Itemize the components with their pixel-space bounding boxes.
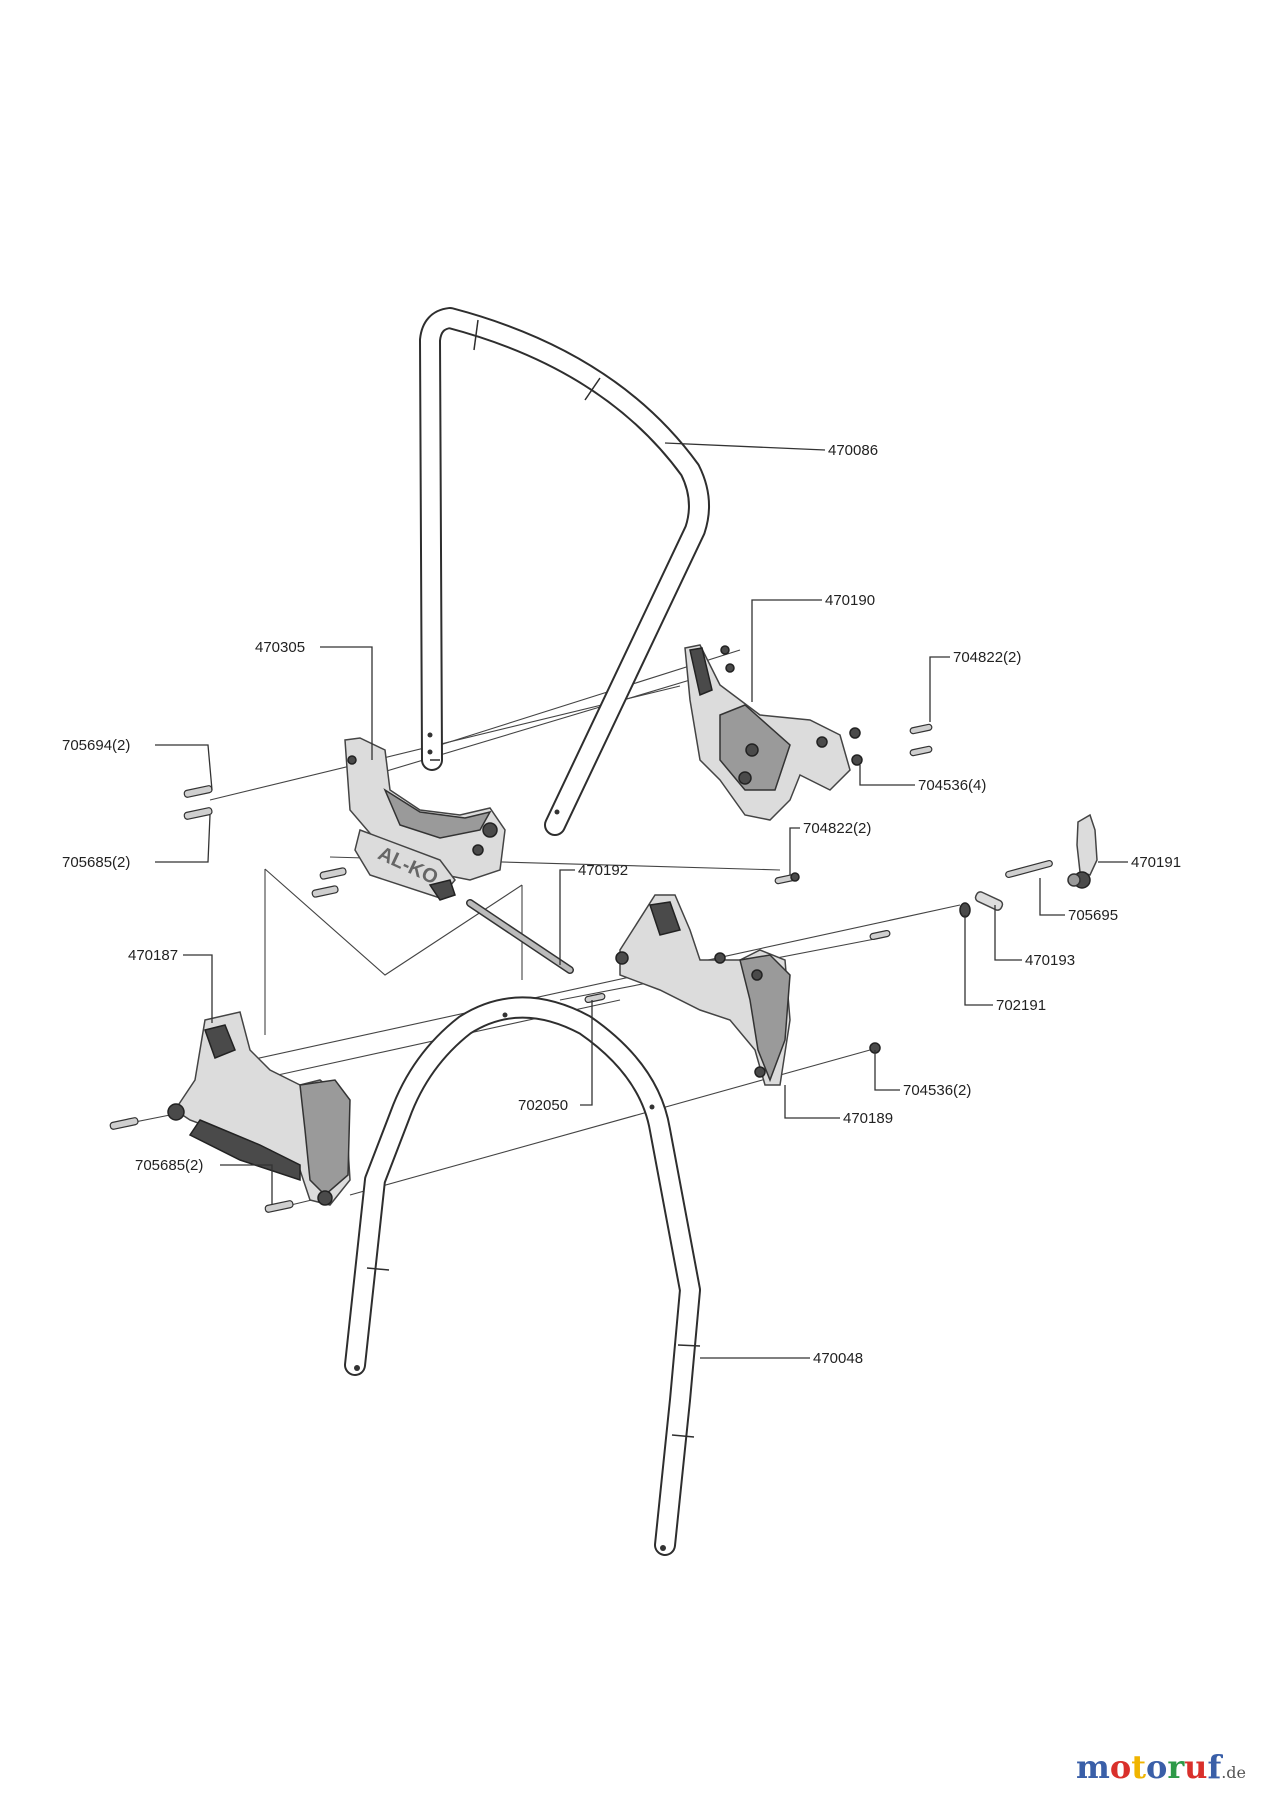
label-704822-lower: 704822(2) — [803, 820, 871, 837]
bracket-470305: AL-KO — [344, 737, 506, 901]
label-705694: 705694(2) — [62, 737, 130, 754]
brand-letter-0: m — [1075, 1748, 1110, 1786]
bracket-470187 — [167, 1011, 351, 1206]
label-705695: 705695 — [1068, 907, 1118, 924]
label-470190: 470190 — [825, 592, 875, 609]
label-470193: 470193 — [1025, 952, 1075, 969]
label-470086: 470086 — [828, 442, 878, 459]
label-704536-lower: 704536(2) — [903, 1082, 971, 1099]
leader-lines — [155, 442, 1128, 1359]
label-470305: 470305 — [255, 639, 305, 656]
label-470048: 470048 — [813, 1350, 863, 1367]
part-labels: 470086 470190 470305 704822(2) 705694(2)… — [62, 442, 1181, 1367]
bracket-470189 — [615, 894, 791, 1086]
motoruf-logo[interactable]: motoruf.de — [1076, 1748, 1246, 1786]
label-702191: 702191 — [996, 997, 1046, 1014]
label-702050: 702050 — [518, 1097, 568, 1114]
brand-tld: .de — [1221, 1763, 1246, 1782]
upper-handle-bar — [419, 307, 710, 836]
brand-letter-3: o — [1145, 1748, 1168, 1786]
label-704536-upper: 704536(4) — [918, 777, 986, 794]
lever-470191 — [1067, 813, 1098, 889]
label-705685-lower: 705685(2) — [135, 1157, 203, 1174]
brand-letter-1: o — [1109, 1748, 1132, 1786]
label-470191: 470191 — [1131, 854, 1181, 871]
brand-name: motoruf — [1076, 1748, 1221, 1786]
label-470189: 470189 — [843, 1110, 893, 1127]
brand-letter-4: r — [1167, 1748, 1185, 1786]
label-704822-upper: 704822(2) — [953, 649, 1021, 666]
rod-470192 — [466, 899, 574, 974]
label-470187: 470187 — [128, 947, 178, 964]
brand-letter-5: u — [1184, 1748, 1208, 1786]
brand-letter-2: t — [1131, 1748, 1146, 1786]
label-470192: 470192 — [578, 862, 628, 879]
lower-handle-bar — [344, 996, 701, 1556]
fasteners — [109, 723, 1053, 1213]
bracket-470190 — [684, 644, 851, 821]
label-705685-upper: 705685(2) — [62, 854, 130, 871]
brand-letter-6: f — [1207, 1748, 1222, 1786]
